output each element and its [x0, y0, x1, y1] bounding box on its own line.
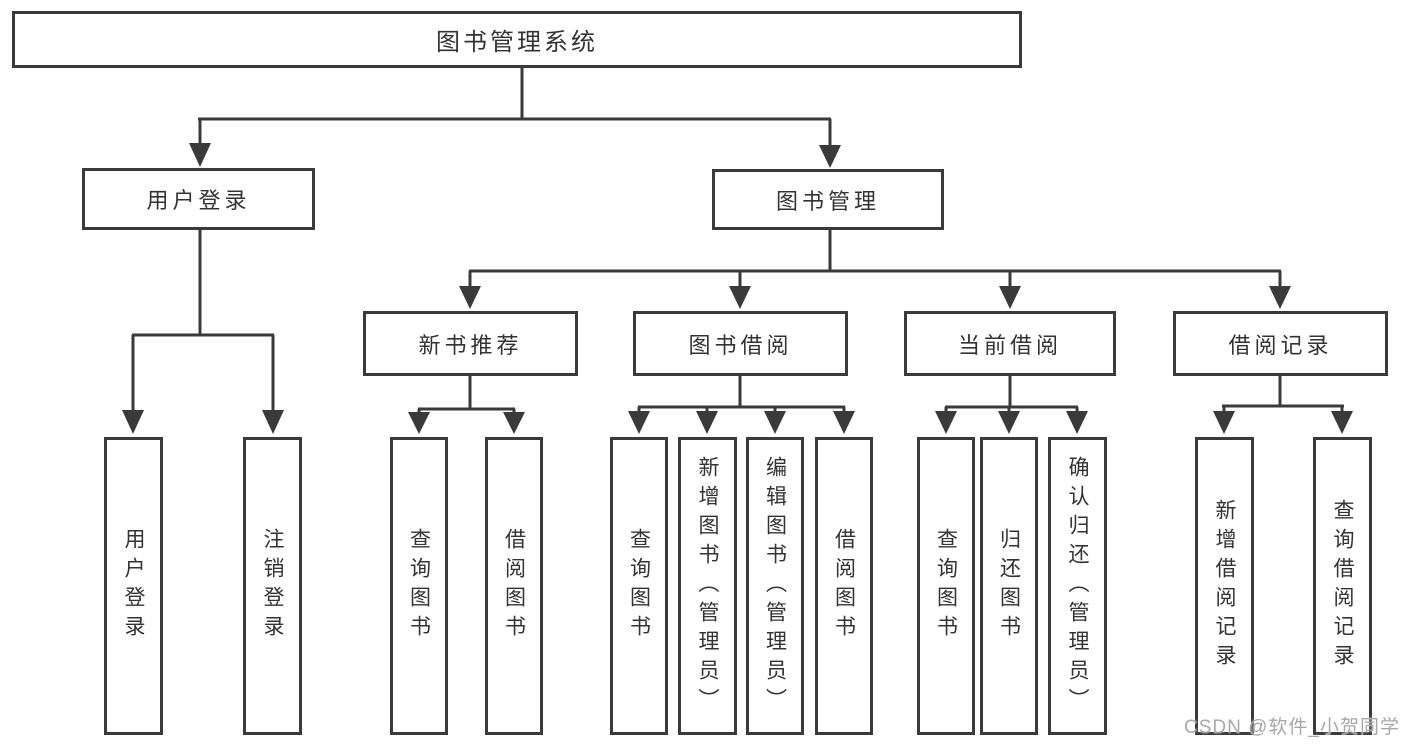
current-borrow-node: 当前借阅 — [904, 311, 1116, 376]
leaf-confirm-return-admin-node: 确认归还（管理员） — [1048, 437, 1107, 735]
user-login-node: 用户登录 — [82, 168, 315, 230]
leaf-logout-node: 注销登录 — [243, 437, 302, 735]
leaf-query-books-borrow-label: 查询图书 — [627, 528, 651, 644]
edge-user-login-to-leaves — [122, 230, 284, 434]
borrow-records-node: 借阅记录 — [1173, 311, 1388, 376]
edge-current-borrow-to-leaves — [935, 376, 1088, 434]
leaf-borrow-books-recommend-label: 借阅图书 — [502, 528, 526, 644]
leaf-borrow-books-node: 借阅图书 — [815, 437, 873, 735]
edge-root-to-level2 — [189, 68, 841, 168]
user-login-label: 用户登录 — [146, 188, 251, 213]
book-borrow-node: 图书借阅 — [633, 311, 848, 376]
leaf-return-books-node: 归还图书 — [980, 437, 1038, 735]
leaf-query-books-recommend-label: 查询图书 — [407, 528, 431, 644]
leaf-confirm-return-admin-label: 确认归还（管理员） — [1066, 455, 1089, 717]
edge-book-borrow-to-leaves — [628, 376, 855, 434]
edge-new-book-to-leaves — [408, 376, 525, 434]
leaf-edit-books-admin-node: 编辑图书（管理员） — [746, 437, 804, 735]
current-borrow-label: 当前借阅 — [957, 332, 1062, 358]
leaf-query-books-recommend-node: 查询图书 — [390, 437, 448, 735]
leaf-query-books-borrow-node: 查询图书 — [610, 437, 668, 735]
new-book-recommend-node: 新书推荐 — [363, 311, 578, 376]
new-book-recommend-label: 新书推荐 — [418, 332, 523, 358]
watermark-text: CSDN @软件_小贺同学 — [1184, 717, 1400, 738]
leaf-query-books-current-label: 查询图书 — [934, 528, 958, 644]
system-root-label: 图书管理系统 — [436, 29, 598, 56]
book-management-node: 图书管理 — [712, 169, 944, 230]
leaf-return-books-label: 归还图书 — [997, 528, 1021, 644]
leaf-edit-books-admin-label: 编辑图书（管理员） — [763, 455, 787, 717]
leaf-add-borrow-record-label: 新增借阅记录 — [1213, 499, 1236, 673]
leaf-query-borrow-record-label: 查询借阅记录 — [1331, 499, 1354, 673]
edge-book-mgmt-to-level3 — [459, 230, 1291, 309]
leaf-add-books-admin-node: 新增图书（管理员） — [678, 437, 737, 735]
system-root-node: 图书管理系统 — [12, 11, 1022, 68]
book-borrow-label: 图书借阅 — [688, 332, 793, 358]
leaf-borrow-books-recommend-node: 借阅图书 — [485, 437, 543, 735]
book-management-label: 图书管理 — [775, 188, 880, 214]
leaf-add-books-admin-label: 新增图书（管理员） — [696, 455, 719, 717]
leaf-user-login-label: 用户登录 — [122, 528, 145, 644]
borrow-records-label: 借阅记录 — [1228, 332, 1333, 358]
leaf-add-borrow-record-node: 新增借阅记录 — [1195, 437, 1254, 735]
leaf-query-books-current-node: 查询图书 — [917, 437, 975, 735]
edge-borrow-records-to-leaves — [1213, 376, 1353, 434]
leaf-user-login-node: 用户登录 — [104, 437, 163, 735]
leaf-query-borrow-record-node: 查询借阅记录 — [1313, 437, 1372, 735]
leaf-borrow-books-label: 借阅图书 — [832, 528, 856, 644]
leaf-logout-label: 注销登录 — [261, 528, 284, 644]
